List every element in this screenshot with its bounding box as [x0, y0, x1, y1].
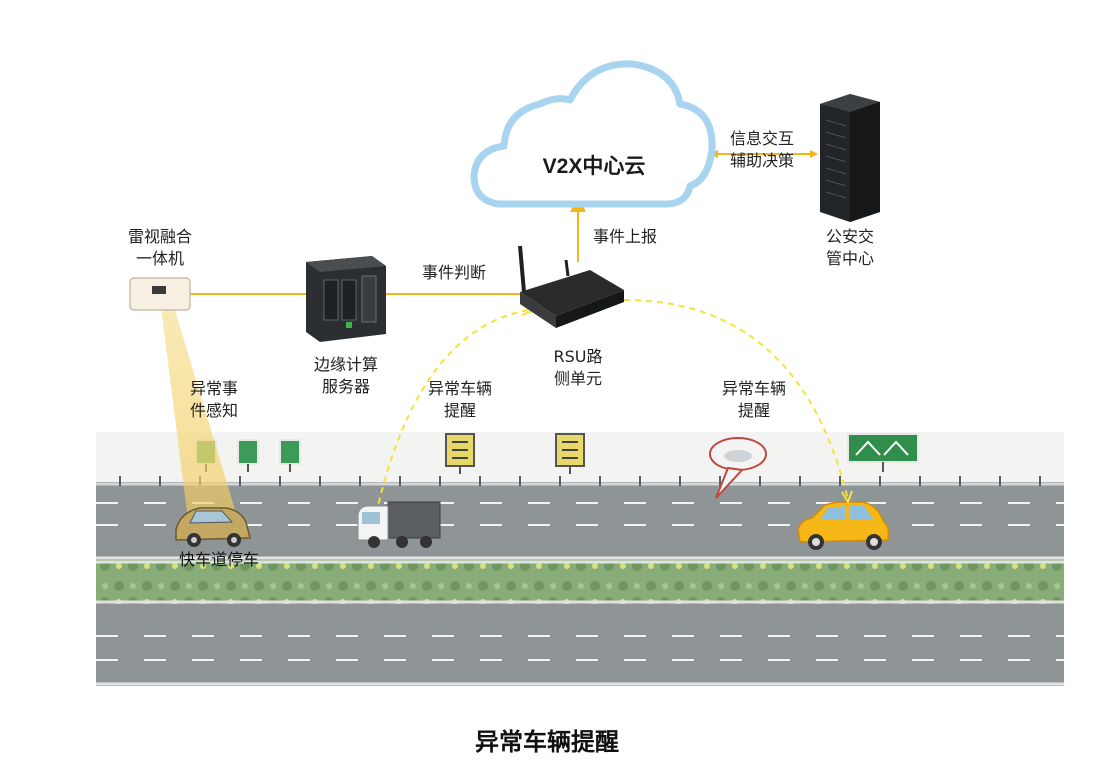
rsu-device [518, 245, 624, 328]
road-scene [96, 432, 1064, 686]
police-center-label: 公安交 管中心 [800, 226, 900, 270]
warning-bubble-sign [709, 437, 767, 499]
event-judge-label: 事件判断 [421, 263, 486, 282]
edge-server-label: 边缘计算 服务器 [296, 354, 396, 398]
gantry-sign [847, 433, 919, 472]
police-label-line2: 管中心 [825, 249, 874, 268]
info-label-line2: 辅助决策 [729, 151, 794, 170]
arc-rsu-to-truck [377, 309, 529, 507]
perception-label-line2: 件感知 [189, 401, 238, 420]
radar-unit-label: 雷视融合 一体机 [110, 226, 210, 270]
figure-caption: 异常车辆提醒 [475, 727, 619, 756]
alert2-label-line2: 提醒 [737, 401, 770, 420]
radar-video-unit [129, 277, 191, 311]
lower-carriageway [96, 604, 1064, 686]
alert-label-truck: 异常车辆 提醒 [410, 378, 510, 422]
rsu-label-line1: RSU路 [553, 347, 603, 366]
variable-message-sign [445, 433, 475, 474]
upper-carriageway [96, 482, 1064, 560]
road-sign [237, 439, 259, 472]
perception-beam [160, 300, 238, 520]
arc-rsu-to-taxi [623, 299, 849, 501]
alert1-label-line2: 提醒 [443, 401, 476, 420]
edge-label-line2: 服务器 [321, 377, 370, 396]
stopped-car [175, 507, 251, 547]
rsu-label-line2: 侧单元 [553, 369, 602, 388]
truck [357, 501, 441, 548]
alert-label-taxi: 异常车辆 提醒 [704, 378, 804, 422]
perception-label-line1: 异常事 [189, 379, 238, 398]
v2x-cloud [470, 60, 716, 208]
event-report-label: 事件上报 [592, 227, 657, 246]
police-label-line1: 公安交 [825, 227, 874, 246]
median-green-belt [96, 560, 1064, 604]
stopped-car-label: 快车道停车 [178, 550, 259, 569]
alert2-label-line1: 异常车辆 [721, 379, 786, 398]
edge-label-line1: 边缘计算 [313, 355, 378, 374]
taxi-car [797, 501, 890, 550]
info-label-line1: 信息交互 [729, 129, 794, 148]
alert1-label-line1: 异常车辆 [427, 379, 492, 398]
radar-label-line2: 一体机 [135, 249, 184, 268]
info-exchange-label: 信息交互 辅助决策 [712, 128, 812, 172]
radar-label-line1: 雷视融合 [127, 227, 192, 246]
road-sign [279, 439, 301, 472]
cloud-label: V2X中心云 [542, 155, 646, 178]
variable-message-sign [555, 433, 585, 474]
rsu-label: RSU路 侧单元 [528, 346, 628, 390]
edge-server [306, 256, 386, 342]
police-server-rack [820, 94, 880, 222]
perception-label: 异常事 件感知 [164, 378, 264, 422]
